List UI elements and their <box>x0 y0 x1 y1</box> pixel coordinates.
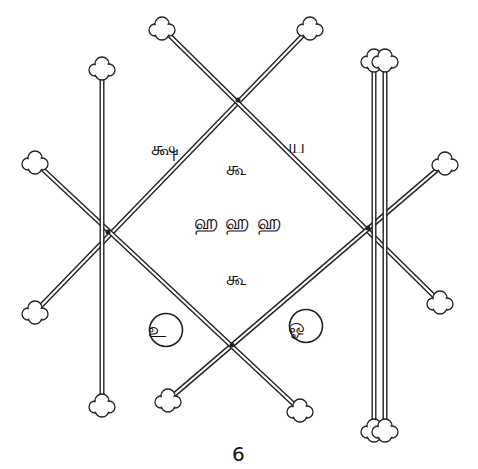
circled-syllable: ஓ <box>288 308 324 344</box>
line-inner <box>373 60 375 430</box>
cloud-ends <box>22 17 458 442</box>
crossing-dot <box>230 343 235 348</box>
crossing-dot <box>366 226 371 231</box>
cloud-end <box>89 394 115 417</box>
cloud-end <box>155 389 181 412</box>
double-lines <box>35 28 445 430</box>
line-outer <box>372 60 377 430</box>
cloud-end <box>149 17 175 40</box>
syllable-label: கூ <box>226 267 246 289</box>
syllable-label: ய <box>288 135 305 157</box>
line-outer <box>35 162 300 410</box>
syllable: ஓ <box>288 315 305 337</box>
figure-number: 6 <box>232 443 245 465</box>
cloud-end <box>89 57 115 80</box>
syllable-label: கூ <box>226 157 246 179</box>
cloud-end <box>427 291 453 314</box>
crossing-dot <box>236 98 241 103</box>
line-outer <box>383 60 388 430</box>
cloud-end <box>22 301 48 324</box>
cloud-end <box>22 151 48 174</box>
line-outer <box>168 163 445 400</box>
cloud-end <box>372 49 398 72</box>
cloud-end <box>372 419 398 442</box>
line-outer <box>35 28 310 312</box>
circled-syllable: உ <box>148 312 184 348</box>
line-inner <box>35 162 300 410</box>
syllable-label: க்ஷ <box>151 137 179 159</box>
line-inner <box>35 28 310 312</box>
syllable-label: ஹ ஹ ஹ <box>194 211 282 233</box>
line-inner <box>101 68 103 405</box>
cloud-end <box>432 152 458 175</box>
line-inner <box>168 163 445 400</box>
syllable: உ <box>148 319 166 341</box>
line-inner <box>384 60 386 430</box>
line-outer <box>100 68 105 405</box>
cloud-end <box>297 17 323 40</box>
crossing-dot <box>106 230 111 235</box>
line-inner <box>162 28 440 302</box>
line-outer <box>162 28 440 302</box>
cloud-end <box>287 399 313 422</box>
